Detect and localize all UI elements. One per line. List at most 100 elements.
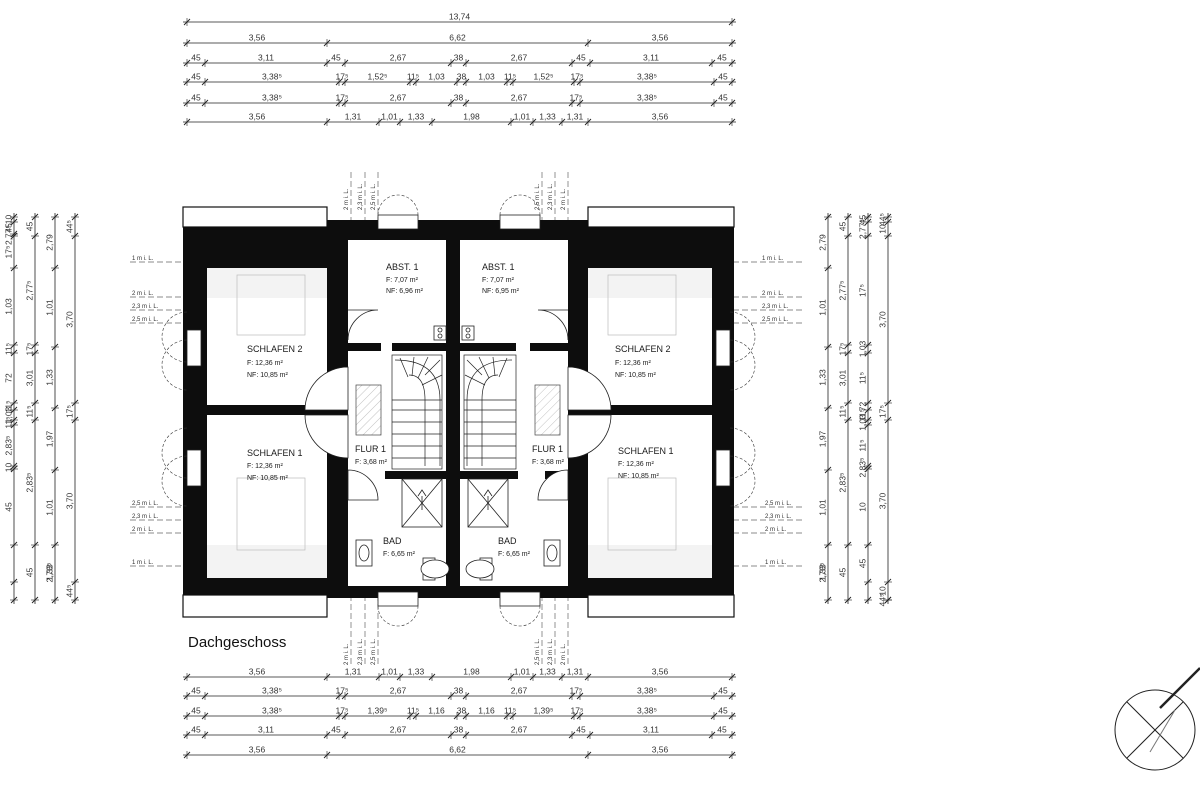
room-name: SCHLAFEN 1 [618,446,674,456]
dimension-label: 1,31 [567,667,584,677]
dimension-label: 45 [25,568,35,578]
dimension-label: 17⁵ [570,93,583,103]
room-name: ABST. 1 [386,262,419,272]
shower-icon [401,478,443,528]
dimension-label: 10 [878,224,888,234]
dimension-label: 17⁵ [858,284,868,297]
dimension-label: 3,11 [258,53,274,63]
dimension-label: 11⁵ [4,400,14,412]
headroom-label: 2,3 m i. L. [358,638,364,665]
room-name: SCHLAFEN 2 [247,344,303,354]
headroom-label: 2,5 m i. L. [371,638,377,665]
dimension-label: 1,03 [858,414,868,431]
interior-wall [385,471,446,479]
gable-end [587,594,735,618]
dimension-label: 3,56 [652,33,669,43]
headroom-label: 2,3 m i. L. [548,638,554,665]
dimension-label: 2,79 [45,234,55,251]
dimension-label: 72 [858,402,868,412]
dimension-label: 2,67 [511,53,528,63]
interior-wall [580,405,712,415]
dimension-label: 38 [454,93,464,103]
headroom-label: 2,3 m i. L. [358,183,364,210]
interior-wall [460,343,516,351]
headroom-label: 2,5 m i. L. [371,183,377,210]
dimension-label: 2,83⁵ [838,472,848,492]
wc-icon [465,557,495,581]
dimension-label: 17⁵ [878,405,888,418]
dimension-label: 3,56 [249,33,266,43]
headroom-label: 2 m i. L. [561,643,567,665]
dimension-label: 45 [718,72,728,82]
dimension-label: 11⁵ [4,343,14,355]
dimension-label: 3,38⁵ [262,72,282,82]
dimension-label: 2,67 [390,53,407,63]
wc-icon [420,557,450,581]
dimension-label: 3,11 [258,725,274,735]
dimension-label: 2,78⁵ [45,562,55,582]
headroom-label: 2,5 m i. L. [132,317,159,323]
dimension-label: 10 [878,586,888,596]
dimension-label: 45 [838,568,848,578]
dimension-label: 1,31 [345,112,362,122]
room-name: SCHLAFEN 2 [615,344,671,354]
dimension-label: 1,52⁵ [367,72,387,82]
headroom-label: 2,3 m i. L. [132,304,159,310]
room-net-area: NF: 6,95 m² [482,288,520,295]
dimension-label: 3,38⁵ [262,706,282,716]
washbasin-icon [355,539,373,567]
dimension-label: 2,67 [390,725,407,735]
dimension-label: 1,01 [45,499,55,516]
dimension-label: 2,77⁵ [838,280,848,300]
dimension-label: 38 [454,686,464,696]
dimension-label: 1,16 [428,706,445,716]
interior-wall [348,343,381,351]
headroom-label: 2,3 m i. L. [132,514,159,520]
dimension-label: 1,98 [463,667,480,677]
dimension-label: 11⁵ [407,706,419,716]
dimension-label: 3,11 [643,53,659,63]
dimension-label: 3,01 [838,369,848,386]
room-area: F: 12,36 m² [615,360,651,367]
dimension-label: 38 [454,725,464,735]
headroom-label: 2,5 m i. L. [535,183,541,210]
interior-wall [392,343,446,351]
dimension-label: 1,01 [818,499,828,516]
dimension-label: 17⁵ [336,706,349,716]
room-net-area: NF: 10,85 m² [247,475,289,482]
dimension-label: 1,97 [45,430,55,447]
headroom-label: 1 m i. L. [762,256,784,262]
dimension-label: 11⁵ [838,405,848,417]
dimension-label: 17⁵ [571,706,584,716]
room-area: F: 3,68 m² [532,459,565,466]
dimension-label: 1,01 [514,667,531,677]
dimension-label: 1,33 [408,667,425,677]
dimension-label: 1,33 [818,369,828,386]
dimension-label: 3,38⁵ [637,93,657,103]
interior-wall [530,343,568,351]
headroom-label: 2,5 m i. L. [535,638,541,665]
dimension-label: 38 [457,72,467,82]
headroom-label: 2 m i. L. [132,291,154,297]
window-icon [186,214,731,607]
room-area: F: 12,36 m² [247,360,283,367]
headroom-label: 2,3 m i. L. [548,183,554,210]
dimension-label: 1,01 [514,112,531,122]
headroom-label: 2 m i. L. [561,188,567,210]
room-net-area: NF: 10,85 m² [618,473,660,480]
headroom-label: 2 m i. L. [762,291,784,297]
bed-outline [236,274,677,551]
dimension-label: 44⁵ [65,220,75,233]
dimension-label: 10 [4,463,14,473]
dimension-label: 45 [331,53,341,63]
dimension-label: 45 [717,725,727,735]
headroom-label: 2,5 m i. L. [132,501,159,507]
room-labels: ABST. 1 F: 7,07 m² NF: 6,96 m² ABST. 1 F… [247,262,674,558]
dimension-label: 2,67 [511,93,528,103]
dimension-label: 45 [576,725,586,735]
dimension-label: 3,70 [65,311,75,328]
dimension-label: 11⁵ [858,439,868,451]
dimension-label: 6,62 [449,33,466,43]
dimension-label: 1,01 [818,299,828,316]
